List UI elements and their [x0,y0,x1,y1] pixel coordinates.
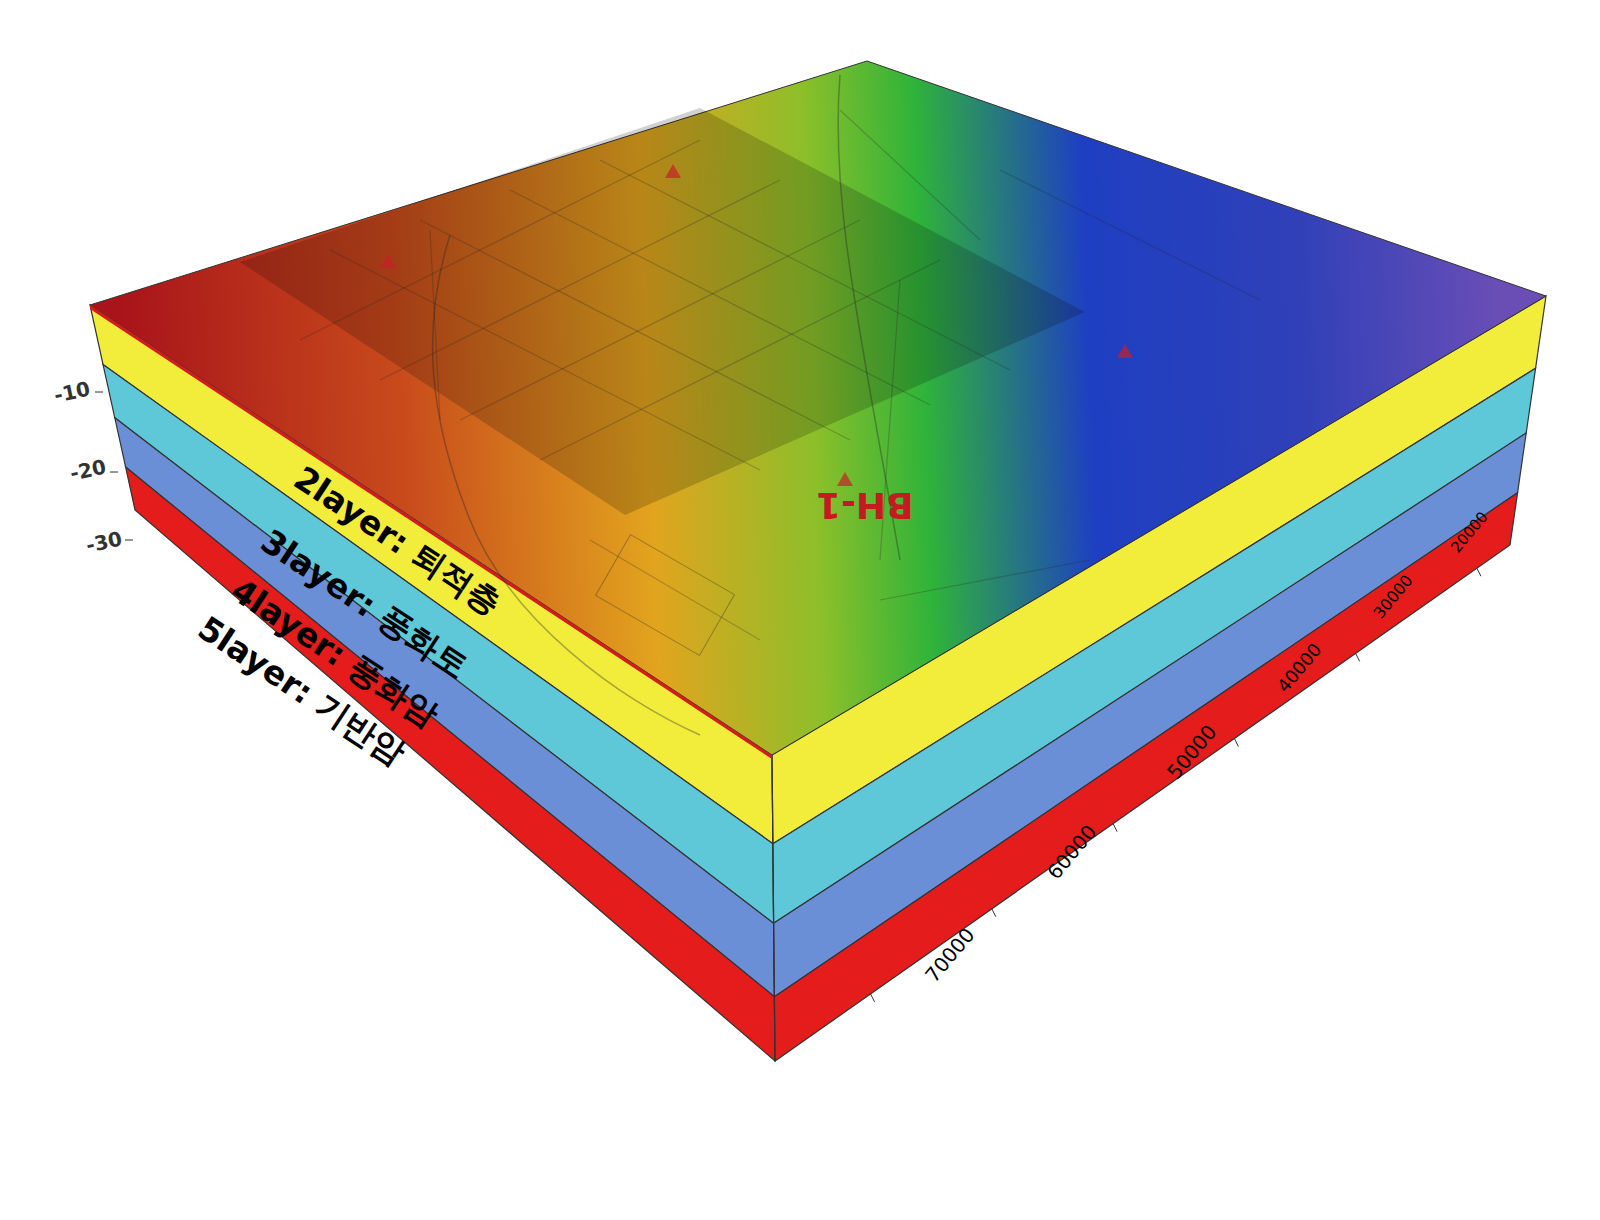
borehole-marker [380,254,396,268]
axis-tick [1234,739,1238,747]
borehole-marker [837,472,853,486]
depth-axis-label: -10 [52,378,92,405]
axis-tick [992,909,996,917]
axis-tick [871,994,875,1002]
box-edge [772,755,775,1061]
borehole-marker [665,164,681,178]
axis-tick [1356,653,1360,661]
map-line [540,260,940,460]
axis-tick [1477,568,1481,576]
top-surface [90,61,1546,755]
map-line [600,160,1010,370]
map-line [380,180,780,380]
map-line [330,250,760,470]
map-overlay [240,108,1085,515]
map-line [1000,170,1260,300]
borehole-marker [1117,344,1133,358]
map-line [300,140,700,340]
depth-axis-label: -20 [68,456,108,483]
axis-tick [125,540,133,541]
axis-tick [95,392,103,393]
axis-tick [1113,824,1117,832]
map-line [880,560,1090,600]
borehole-label: BH-1 [816,487,914,523]
depth-axis-label: -30 [84,528,124,555]
map-line [590,540,760,640]
axis-tick [110,472,118,473]
contour-line [433,235,700,735]
building-outline [596,535,735,656]
map-line [840,110,980,240]
map-line [460,220,860,420]
